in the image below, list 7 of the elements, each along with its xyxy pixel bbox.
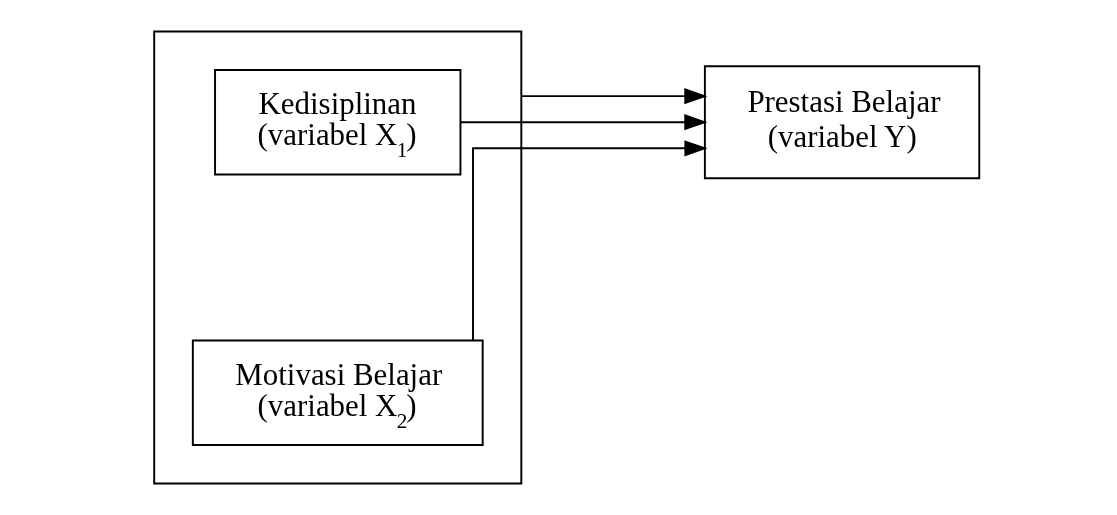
node-box: Motivasi Belajar (variabel X$_{2}$) (191, 339, 484, 446)
arrow (519, 88, 707, 105)
node-box: Kedisiplinan (variabel X$_{1}$) (213, 69, 461, 176)
arrow (471, 140, 708, 342)
node-box: Prestasi Belajar (variabel Y) (703, 65, 980, 180)
arrow (459, 114, 707, 131)
cluster (152, 30, 522, 485)
